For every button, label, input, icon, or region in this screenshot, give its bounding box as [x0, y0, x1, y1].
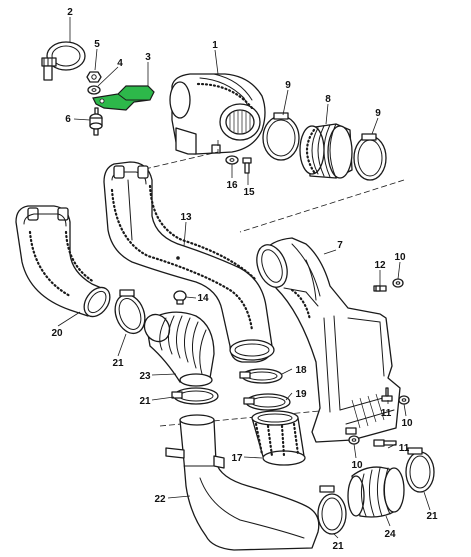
callout-1: 1	[212, 40, 218, 51]
part-9-clamp-left	[262, 112, 300, 161]
callout-8: 8	[325, 94, 331, 105]
part-23-corrugated-hose	[143, 311, 215, 387]
callout-21-c: 21	[332, 541, 344, 552]
callout-4: 4	[117, 58, 123, 69]
part-2-clamp	[41, 41, 86, 81]
part-21-clamp-a	[114, 289, 146, 335]
part-10-washer-middle	[398, 395, 410, 405]
callout-16: 16	[226, 180, 238, 191]
callout-10-middle: 10	[401, 418, 413, 429]
callout-12: 12	[374, 260, 386, 271]
callout-17: 17	[231, 453, 243, 464]
callout-5: 5	[94, 39, 100, 50]
part-17-hose-connector	[251, 410, 306, 466]
callout-22: 22	[154, 494, 166, 505]
callout-21-d: 21	[426, 511, 438, 522]
part-1-blower	[169, 73, 266, 155]
part-3-bracket-highlighted	[92, 85, 155, 111]
part-21-clamp-b	[171, 387, 219, 405]
callout-10-lower: 10	[351, 460, 363, 471]
callout-3: 3	[145, 52, 151, 63]
callout-19: 19	[295, 389, 307, 400]
part-11-screw-upper	[381, 387, 393, 402]
part-10-washer-top	[392, 278, 404, 288]
callout-6: 6	[65, 114, 71, 125]
part-19-clamp	[243, 393, 291, 411]
callout-24: 24	[384, 529, 396, 540]
callout-10-top: 10	[394, 252, 406, 263]
guide-line-right	[239, 179, 405, 233]
part-13-air-duct	[103, 161, 275, 363]
callout-23: 23	[139, 371, 151, 382]
part-21-clamp-c	[317, 485, 347, 535]
callout-7: 7	[337, 240, 343, 251]
part-24-rubber-boot	[347, 466, 405, 518]
callout-labels: 2 5 3 4 6 1 9 8 9 16 15 13 7 12 10 14 20…	[51, 7, 438, 552]
callout-9-right: 9	[375, 108, 381, 119]
part-18-clamp	[239, 368, 283, 384]
callout-9-left: 9	[285, 80, 291, 91]
callout-11-upper: 11	[381, 408, 392, 419]
part-10-washer-lower	[348, 435, 360, 445]
leader-lines	[57, 17, 431, 539]
callout-2: 2	[67, 7, 73, 18]
callout-13: 13	[180, 212, 192, 223]
part-12-screw	[373, 285, 387, 292]
guide-line-upper	[131, 140, 219, 173]
callout-15: 15	[243, 187, 255, 198]
part-22-elbow-pipe	[165, 414, 320, 551]
part-14-plug	[173, 290, 187, 305]
part-7-air-box	[256, 237, 401, 443]
part-21-clamp-d	[405, 447, 435, 493]
callout-18: 18	[295, 365, 307, 376]
part-6-rubber-mount	[89, 107, 103, 136]
callout-14: 14	[197, 293, 209, 304]
part-20-duct	[15, 205, 111, 318]
callout-11-lower: 11	[399, 443, 410, 454]
part-11-screw-lower	[373, 439, 397, 447]
part-8-bellows	[299, 123, 353, 179]
part-4-washer	[87, 85, 101, 95]
callout-21-a: 21	[112, 358, 124, 369]
part-9-clamp-right	[353, 133, 387, 181]
part-16-washer	[225, 155, 239, 165]
callout-20: 20	[51, 328, 63, 339]
callout-21-b: 21	[139, 396, 151, 407]
part-15-screw	[242, 157, 252, 174]
part-5-nut	[86, 71, 102, 83]
